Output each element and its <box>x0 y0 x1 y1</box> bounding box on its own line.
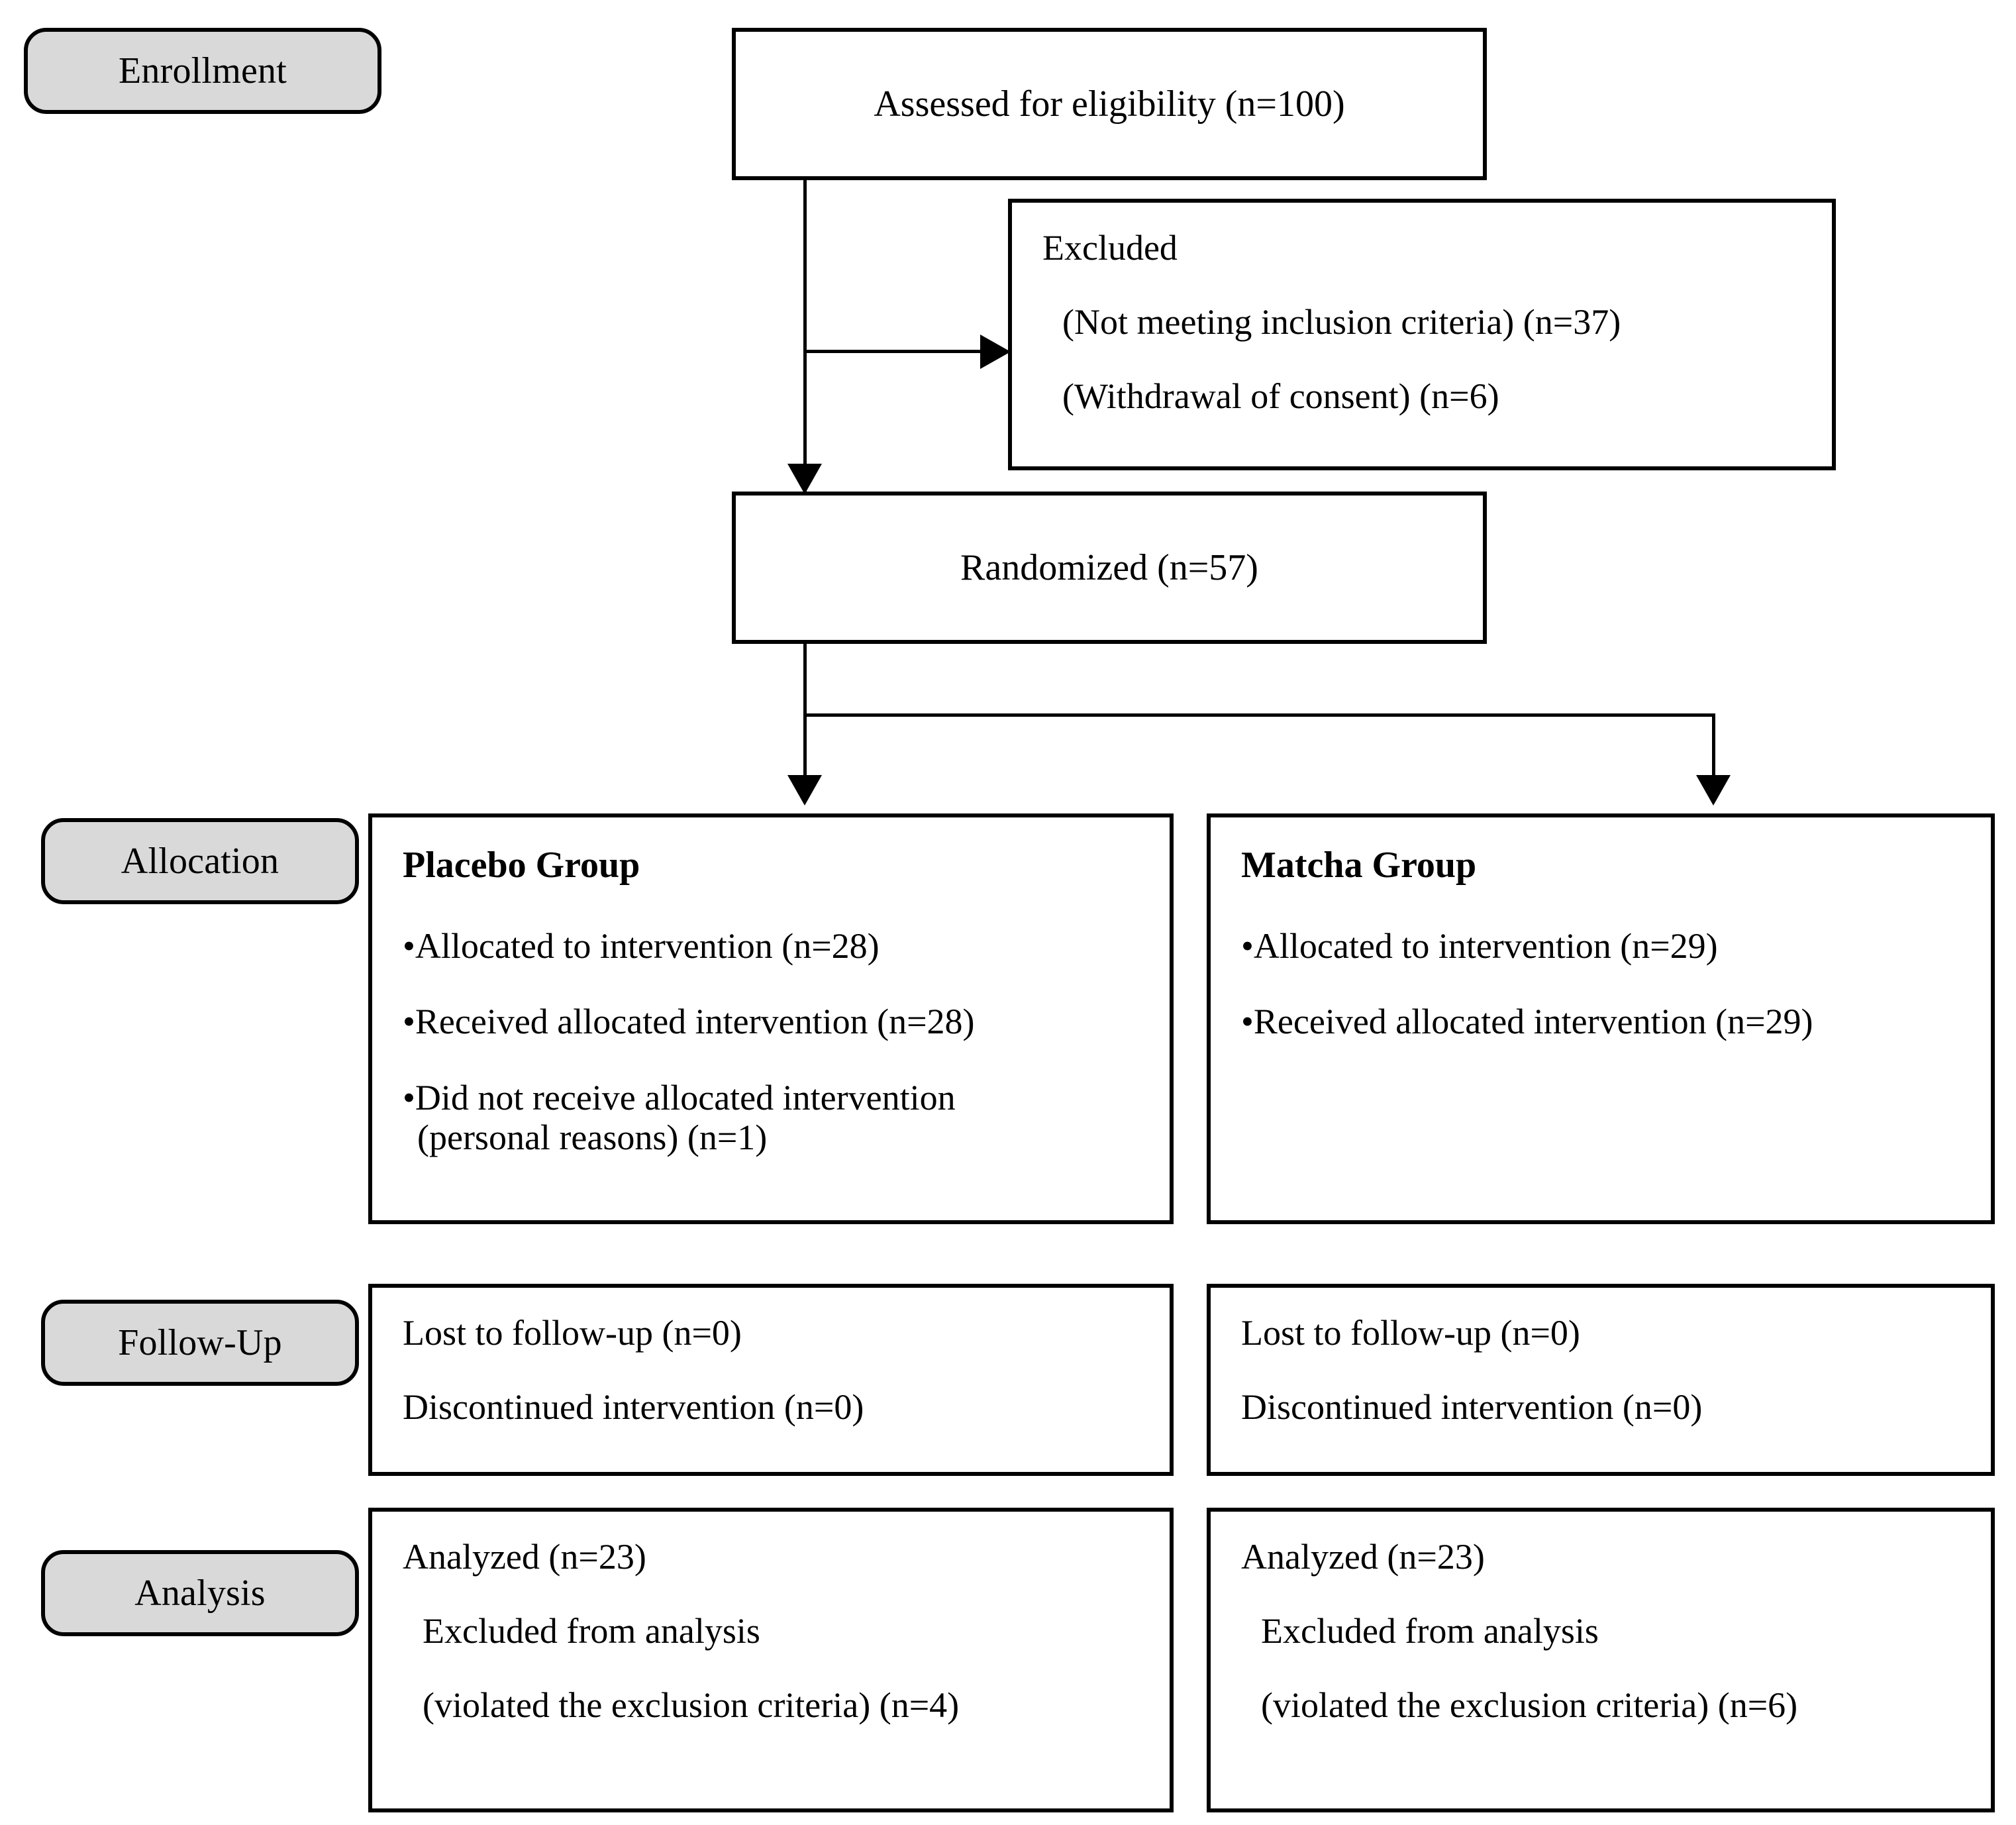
box-assessed-for-eligibility: Assessed for eligibility (n=100) <box>732 28 1487 180</box>
connector-randomized-to-placebo <box>803 713 807 800</box>
matcha-allocation-item-text: Received allocated intervention (n=29) <box>1253 1002 1813 1042</box>
matcha-group-title: Matcha Group <box>1241 845 1477 886</box>
bullet-glyph: • <box>403 1002 415 1042</box>
bullet-glyph: • <box>403 926 415 966</box>
arrowhead-matcha-allocation <box>1696 775 1731 806</box>
box-randomized: Randomized (n=57) <box>732 492 1487 644</box>
analysis-placebo-line: Excluded from analysis <box>423 1611 760 1651</box>
bullet-glyph: • <box>1241 926 1254 966</box>
arrowhead-excluded <box>980 335 1011 369</box>
matcha-allocation-item-text: Allocated to intervention (n=29) <box>1253 926 1718 966</box>
box-allocation-placebo: Placebo Group •Allocated to intervention… <box>368 813 1174 1224</box>
connector-assessed-to-randomized <box>803 180 807 492</box>
analysis-matcha-line: Excluded from analysis <box>1261 1611 1599 1651</box>
placebo-allocation-item-text: Received allocated intervention (n=28) <box>415 1002 975 1042</box>
matcha-allocation-item: •Received allocated intervention (n=29) <box>1241 1002 1960 1041</box>
stage-label-analysis: Analysis <box>41 1550 359 1636</box>
followup-matcha-content: Lost to follow-up (n=0) Discontinued int… <box>1241 1314 1960 1426</box>
analysis-matcha-line: Analyzed (n=23) <box>1241 1537 1485 1577</box>
analysis-placebo-content: Analyzed (n=23) Excluded from analysis (… <box>403 1538 1139 1724</box>
box-followup-placebo: Lost to follow-up (n=0) Discontinued int… <box>368 1284 1174 1476</box>
placebo-allocation-item: •Allocated to intervention (n=28) <box>403 926 1139 966</box>
bullet-glyph: • <box>1241 1002 1254 1042</box>
excluded-reason: (Withdrawal of consent) (n=6) <box>1062 376 1499 417</box>
box-analysis-placebo: Analyzed (n=23) Excluded from analysis (… <box>368 1508 1174 1812</box>
randomized-text: Randomized (n=57) <box>960 547 1258 588</box>
box-followup-matcha: Lost to follow-up (n=0) Discontinued int… <box>1207 1284 1995 1476</box>
placebo-allocation-item-text: Did not receive allocated intervention <box>415 1077 956 1118</box>
connector-assessed-to-excluded <box>803 350 1002 353</box>
followup-matcha-line: Discontinued intervention (n=0) <box>1241 1387 1703 1428</box>
analysis-placebo-line: Analyzed (n=23) <box>403 1537 646 1577</box>
analysis-matcha-line: (violated the exclusion criteria) (n=6) <box>1261 1685 1798 1726</box>
followup-matcha-line: Lost to follow-up (n=0) <box>1241 1313 1580 1353</box>
connector-randomized-to-matcha <box>1712 713 1715 800</box>
placebo-allocation-item: •Did not receive allocated intervention … <box>403 1078 1139 1158</box>
followup-placebo-content: Lost to follow-up (n=0) Discontinued int… <box>403 1314 1139 1426</box>
analysis-matcha-content: Analyzed (n=23) Excluded from analysis (… <box>1241 1538 1960 1724</box>
box-allocation-matcha: Matcha Group •Allocated to intervention … <box>1207 813 1995 1224</box>
stage-label-enrollment: Enrollment <box>24 28 381 114</box>
followup-placebo-line: Lost to follow-up (n=0) <box>403 1313 742 1353</box>
stage-label-allocation: Allocation <box>41 818 359 904</box>
stage-label-allocation-text: Allocation <box>121 841 279 882</box>
analysis-placebo-line: (violated the exclusion criteria) (n=4) <box>423 1685 960 1726</box>
matcha-allocation-item: •Allocated to intervention (n=29) <box>1241 926 1960 966</box>
placebo-allocation-item-cont: (personal reasons) (n=1) <box>417 1118 768 1158</box>
stage-label-analysis-text: Analysis <box>134 1573 266 1614</box>
bullet-glyph: • <box>403 1077 415 1118</box>
stage-label-enrollment-text: Enrollment <box>119 50 287 91</box>
box-excluded: Excluded (Not meeting inclusion criteria… <box>1008 199 1836 470</box>
assessed-text: Assessed for eligibility (n=100) <box>874 83 1345 125</box>
stage-label-follow-up: Follow-Up <box>41 1300 359 1386</box>
excluded-reason: (Not meeting inclusion criteria) (n=37) <box>1062 302 1621 342</box>
arrowhead-placebo-allocation <box>787 775 822 806</box>
connector-randomized-split <box>803 713 1715 717</box>
excluded-heading: Excluded <box>1042 228 1178 268</box>
box-analysis-matcha: Analyzed (n=23) Excluded from analysis (… <box>1207 1508 1995 1812</box>
excluded-content: Excluded (Not meeting inclusion criteria… <box>1042 229 1801 415</box>
arrowhead-randomized <box>787 464 822 494</box>
followup-placebo-line: Discontinued intervention (n=0) <box>403 1387 864 1428</box>
connector-randomized-stem <box>803 644 807 717</box>
placebo-allocation-item: •Received allocated intervention (n=28) <box>403 1002 1139 1041</box>
stage-label-follow-up-text: Follow-Up <box>118 1322 282 1363</box>
placebo-allocation-item-text: Allocated to intervention (n=28) <box>415 926 880 966</box>
placebo-group-title: Placebo Group <box>403 845 640 886</box>
